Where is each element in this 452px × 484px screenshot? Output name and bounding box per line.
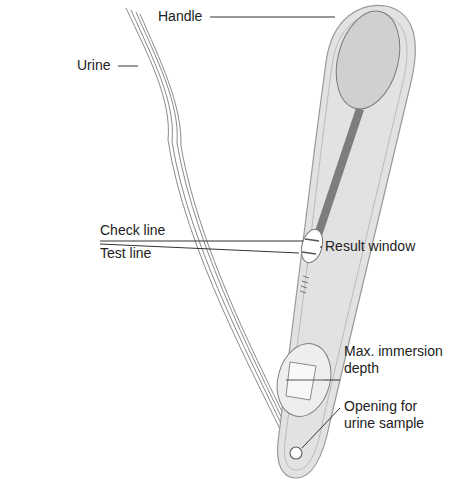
strip-marks xyxy=(300,276,309,293)
sample-pad xyxy=(286,362,316,400)
check-line-mark xyxy=(305,239,319,241)
result-window xyxy=(298,227,326,265)
handle-oval xyxy=(326,4,410,116)
max-depth-mark xyxy=(286,380,324,381)
part-label: Max. immersion depth xyxy=(344,343,449,377)
test-line-mark xyxy=(302,252,316,254)
leader-lines xyxy=(100,17,340,448)
part-label: Opening for urine sample xyxy=(344,398,449,432)
part-label: Result window xyxy=(325,238,445,255)
part-label: Handle xyxy=(158,8,202,25)
test-strip xyxy=(314,108,364,236)
part-label: Test line xyxy=(100,245,151,262)
sample-opening xyxy=(290,447,302,459)
part-label: Check line xyxy=(100,222,165,239)
part-label: Urine xyxy=(77,57,110,74)
